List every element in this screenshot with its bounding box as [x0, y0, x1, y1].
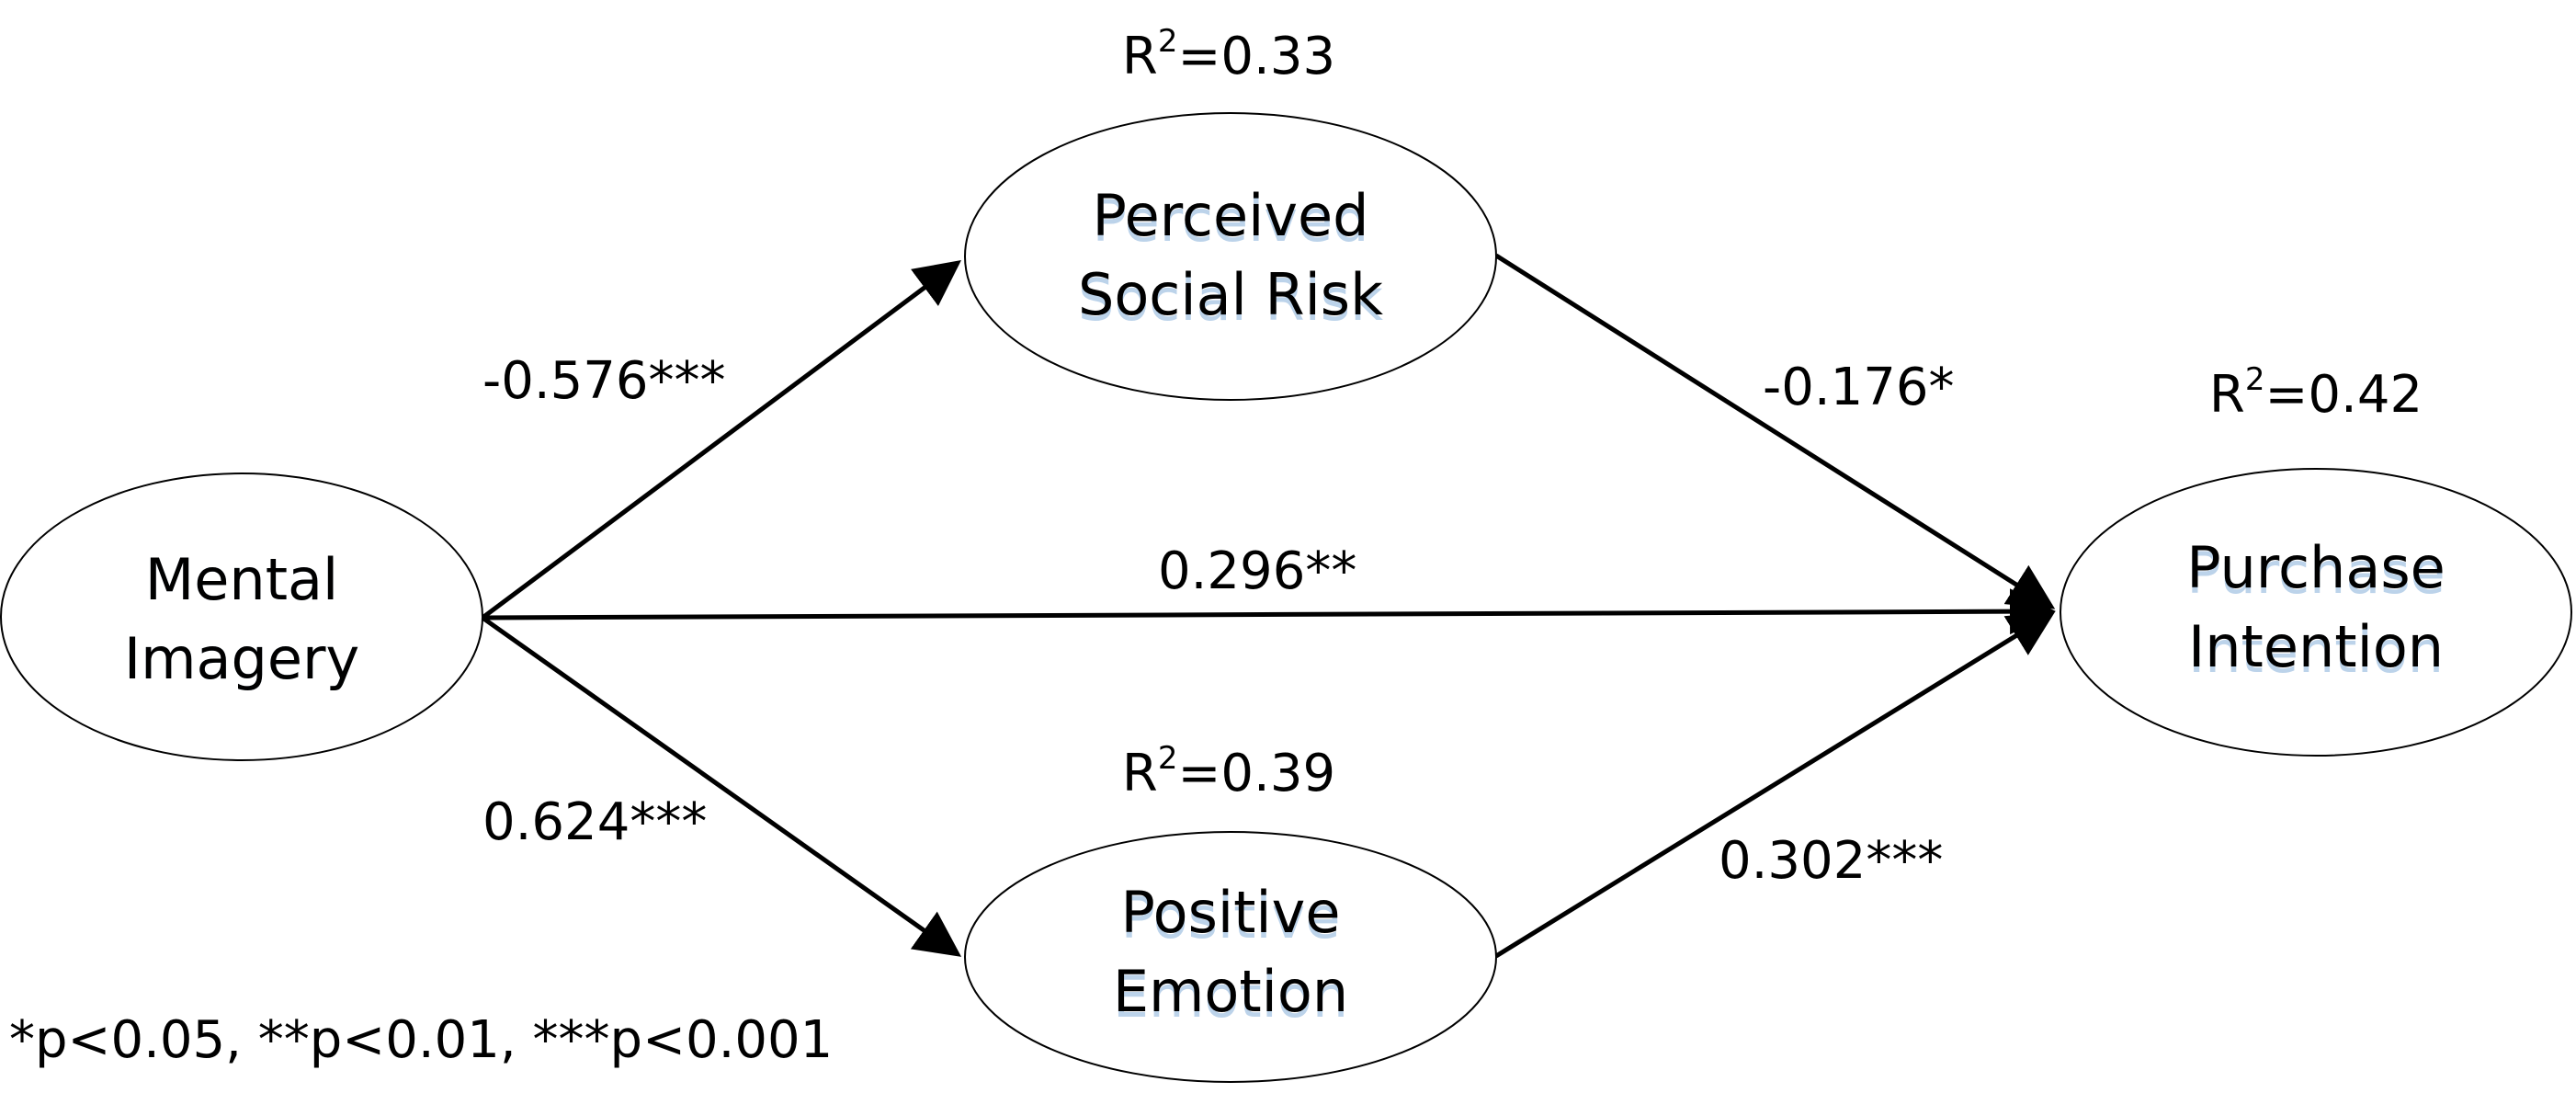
path-positive-emotion-to-purchase-intention	[1494, 611, 2056, 959]
node-label-line1: Mental	[145, 546, 338, 613]
node-label-line1: Positive	[1120, 879, 1340, 946]
node-label-line1: Perceived	[1092, 182, 1368, 249]
path-mental-imagery-to-positive-emotion	[481, 615, 962, 957]
node-label-line1: Purchase	[2186, 534, 2445, 601]
r2-purchase-intention: R2=0.42	[2209, 361, 2423, 425]
node-label-shadow: Intention	[2188, 619, 2444, 686]
node-label-shadow: Perceived	[1092, 188, 1368, 255]
coef-positive-emotion-to-purchase-intention: 0.302***	[1719, 831, 1943, 891]
r2-positive-emotion: R2=0.39	[1122, 740, 1335, 803]
node-label-line2: Imagery	[124, 625, 359, 692]
node-label-shadow: Positive	[1120, 884, 1340, 951]
node-label-shadow: Purchase	[2186, 540, 2445, 607]
node-label-shadow: Mental	[145, 546, 338, 613]
coef-mental-imagery-to-purchase-intention: 0.296**	[1158, 541, 1356, 601]
node-label-shadow: Emotion	[1113, 963, 1348, 1030]
node-label-shadow: Imagery	[124, 625, 359, 692]
node-label-shadow: Social Risk	[1078, 267, 1383, 334]
r2-perceived-social-risk: R2=0.33	[1122, 23, 1335, 86]
path-mental-imagery-to-perceived-social-risk	[481, 260, 962, 621]
node-perceived-social-risk: Perceived Social Risk Perceived Social R…	[964, 112, 1497, 401]
coef-perceived-social-risk-to-purchase-intention: -0.176*	[1763, 358, 1955, 417]
significance-legend: *p<0.05, **p<0.01, ***p<0.001	[9, 1010, 833, 1070]
path-mental-imagery-to-purchase-intention	[482, 588, 2056, 635]
node-label-line2: Emotion	[1113, 958, 1348, 1025]
coef-mental-imagery-to-positive-emotion: 0.624***	[482, 792, 707, 852]
node-mental-imagery: Mental Imagery Mental Imagery	[0, 472, 483, 761]
node-purchase-intention: Purchase Intention Purchase Intention	[2060, 468, 2572, 757]
coef-mental-imagery-to-perceived-social-risk: -0.576***	[482, 351, 726, 411]
node-positive-emotion: Positive Emotion Positive Emotion	[964, 831, 1497, 1083]
node-label-line2: Social Risk	[1078, 261, 1383, 328]
node-label-line2: Intention	[2188, 613, 2444, 680]
path-perceived-social-risk-to-purchase-intention	[1494, 253, 2056, 609]
